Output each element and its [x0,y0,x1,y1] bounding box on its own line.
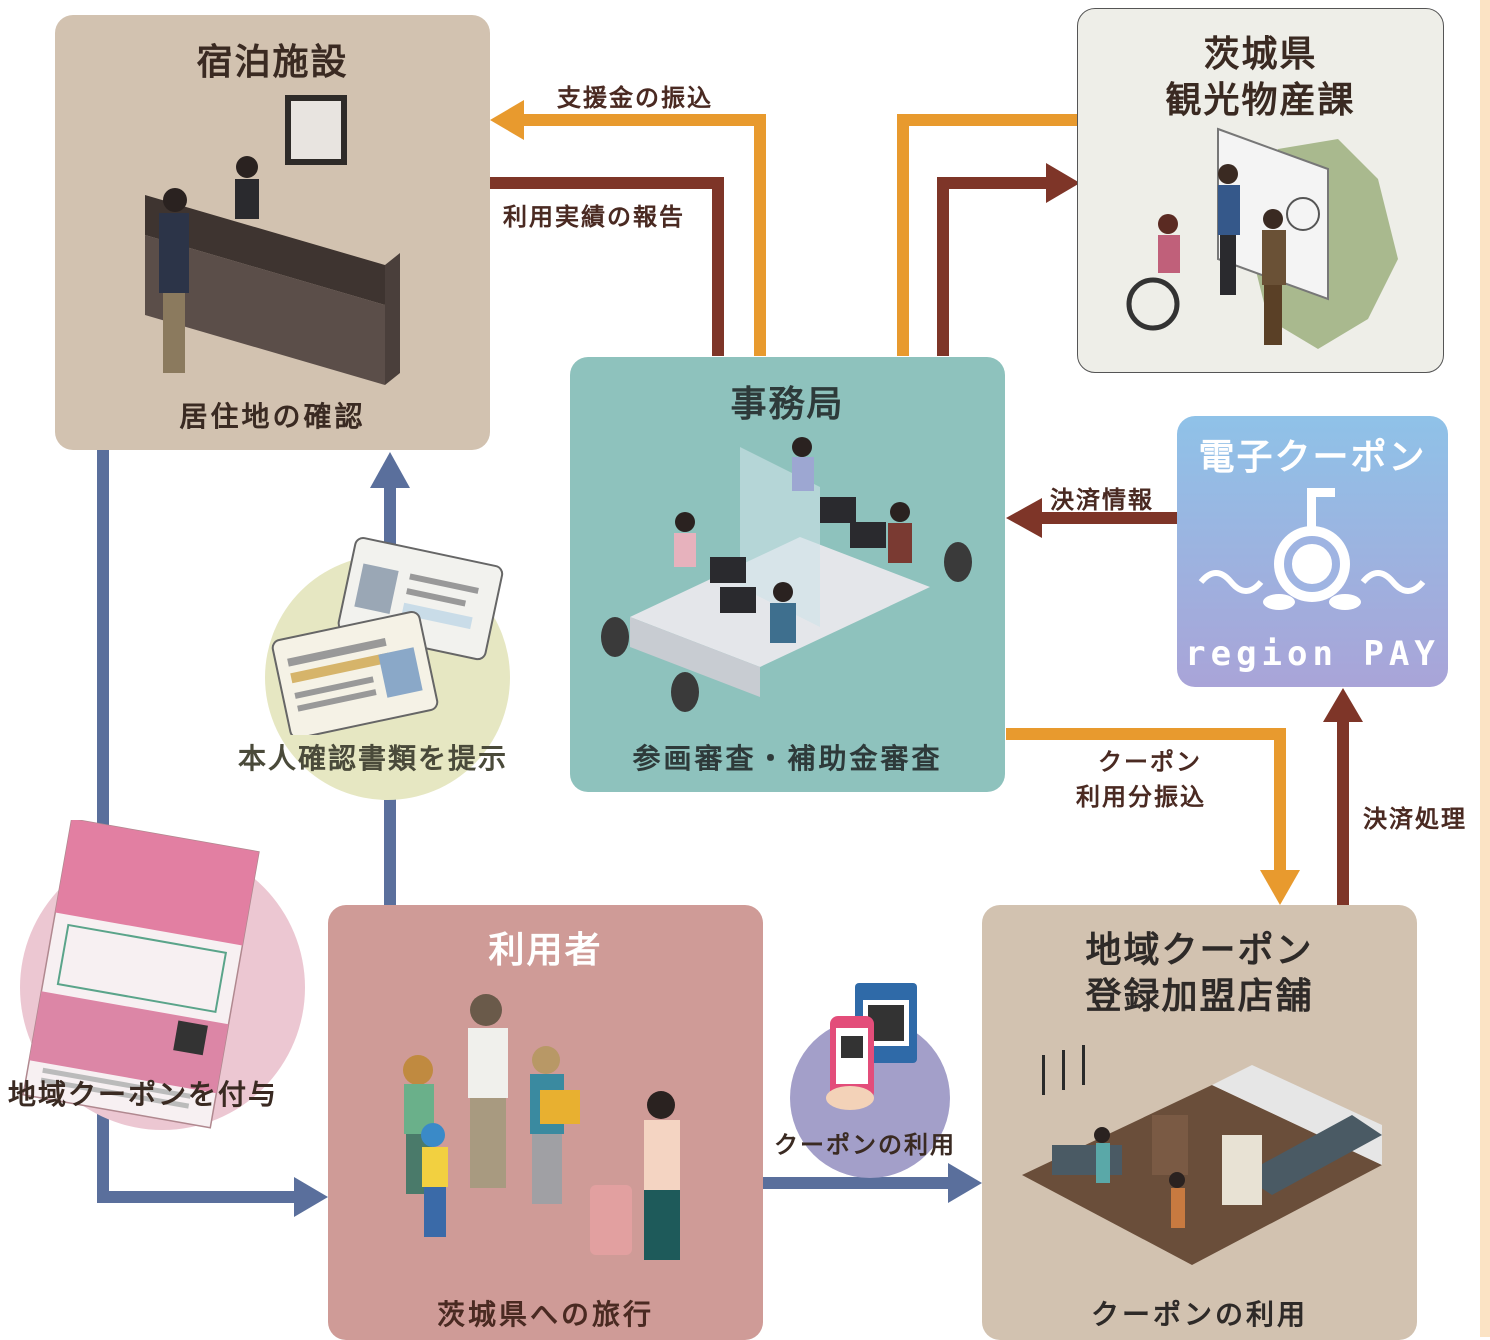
arrowhead-store-blue [948,1163,982,1203]
travelers-illustration [403,994,680,1260]
prefecture-node: 茨城県 観光物産課 [1077,8,1444,373]
id-docs-label: 本人確認書類を提示 [238,742,509,775]
user-title: 利用者 [488,930,603,971]
coupon-transfer-label-line2: 利用分振込 [1076,783,1206,811]
hotel-title: 宿泊施設 [196,42,349,83]
office-to-prefecture-orange [897,114,1078,356]
usage-report-arrow [490,177,724,356]
hotel-caption: 居住地の確認 [179,400,366,433]
office-caption: 参画審査・補助金審査 [632,742,943,775]
payment-process-label: 決済処理 [1363,805,1467,833]
hotel-front-desk-illustration [145,95,400,385]
store-caption: クーポンの利用 [1090,1298,1308,1331]
coupon-transfer-arrow [1006,728,1286,872]
user-caption: 茨城県への旅行 [436,1298,654,1331]
store-node: 地域クーポン 登録加盟店舗 クーポンの利用 [982,905,1417,1340]
office-title: 事務局 [730,384,845,425]
store-title-line1: 地域クーポン [1085,930,1314,971]
payment-info-label: 決済情報 [1050,486,1154,514]
arrowhead-store-orange [1260,870,1300,905]
ecoupon-node: 電子クーポン region PAY [1177,416,1448,687]
coupon-use-label: クーポンの利用 [774,1131,956,1159]
office-node: 事務局 参画審査・補助金審査 [570,357,1005,792]
whale-logo-icon [1198,488,1426,610]
arrowhead-prefecture-maroon [1046,163,1080,203]
store-title-line2: 登録加盟店舗 [1085,976,1314,1017]
grant-coupon-label: 地域クーポンを付与 [8,1078,279,1111]
prefecture-title-line2: 観光物産課 [1165,80,1356,121]
user-node: 利用者 茨城県への旅行 [328,905,763,1340]
right-edge-stripe [1480,0,1490,1337]
subsidy-transfer-arrow [520,114,766,356]
region-pay-brand: region PAY [1185,634,1440,674]
coupon-flyer-illustration [22,820,260,1129]
ecoupon-title: 電子クーポン [1198,437,1427,478]
shop-interior-illustration [1022,1045,1382,1265]
office-to-prefecture-maroon [937,177,1050,356]
prefecture-title-line1: 茨城県 [1203,34,1318,75]
meeting-illustration [1126,127,1398,349]
usage-report-label: 利用実績の報告 [503,203,685,231]
office-desks-illustration [601,437,972,712]
arrowhead-user-blue [294,1177,328,1217]
arrowhead-hotel-orange [490,100,524,140]
grant-coupon-arrow [97,450,295,1203]
hotel-node: 宿泊施設 居住地の確認 [55,15,490,450]
arrowhead-office-maroon [1006,498,1042,538]
arrowhead-hotel-blue [370,452,410,488]
id-cards-illustration [271,537,504,735]
arrowhead-ecoupon-maroon [1323,688,1363,722]
coupon-transfer-label-line1: クーポン [1098,748,1202,776]
subsidy-transfer-label: 支援金の振込 [557,84,713,112]
qr-payment-illustration [826,983,917,1110]
